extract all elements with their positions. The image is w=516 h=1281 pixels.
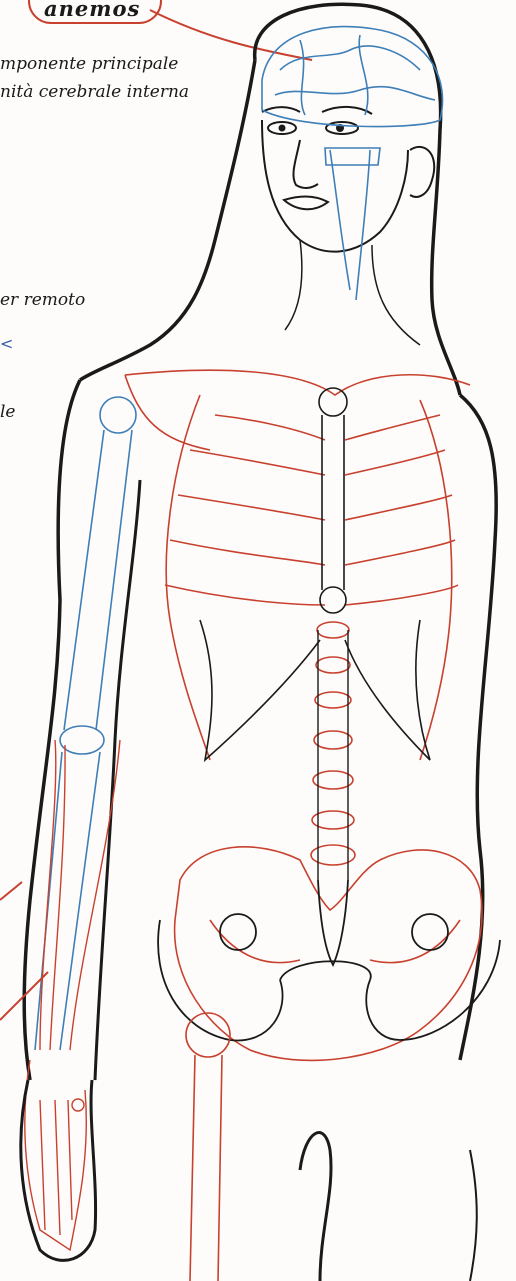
caption-line-1: mponente principale xyxy=(0,54,178,74)
pelvis-ink xyxy=(158,880,500,1040)
femur xyxy=(186,1013,230,1281)
spine-column xyxy=(318,630,348,880)
hair-left xyxy=(80,60,255,380)
leg-gap xyxy=(300,1133,331,1281)
shoulder-left xyxy=(24,380,80,1080)
brain-sketch xyxy=(262,27,443,300)
hand-sketch xyxy=(25,1060,87,1250)
eyebrow-left xyxy=(262,107,300,112)
ear xyxy=(410,147,434,197)
caption-line-2: nità cerebrale interna xyxy=(0,82,189,102)
title-text: anemos xyxy=(44,0,140,21)
sternum-spine xyxy=(200,388,430,760)
waist-line xyxy=(470,1150,477,1281)
label-remote: er remoto xyxy=(0,290,85,310)
label-fragment-le: le xyxy=(0,402,16,422)
eyebrow-right xyxy=(322,107,372,114)
mark-symbol: < xyxy=(0,334,13,353)
arm-inner xyxy=(95,480,140,1080)
torso-right xyxy=(460,395,496,1060)
neck xyxy=(285,240,420,345)
nose xyxy=(293,140,318,188)
title-leader-line xyxy=(150,10,312,60)
mouth xyxy=(284,196,328,209)
